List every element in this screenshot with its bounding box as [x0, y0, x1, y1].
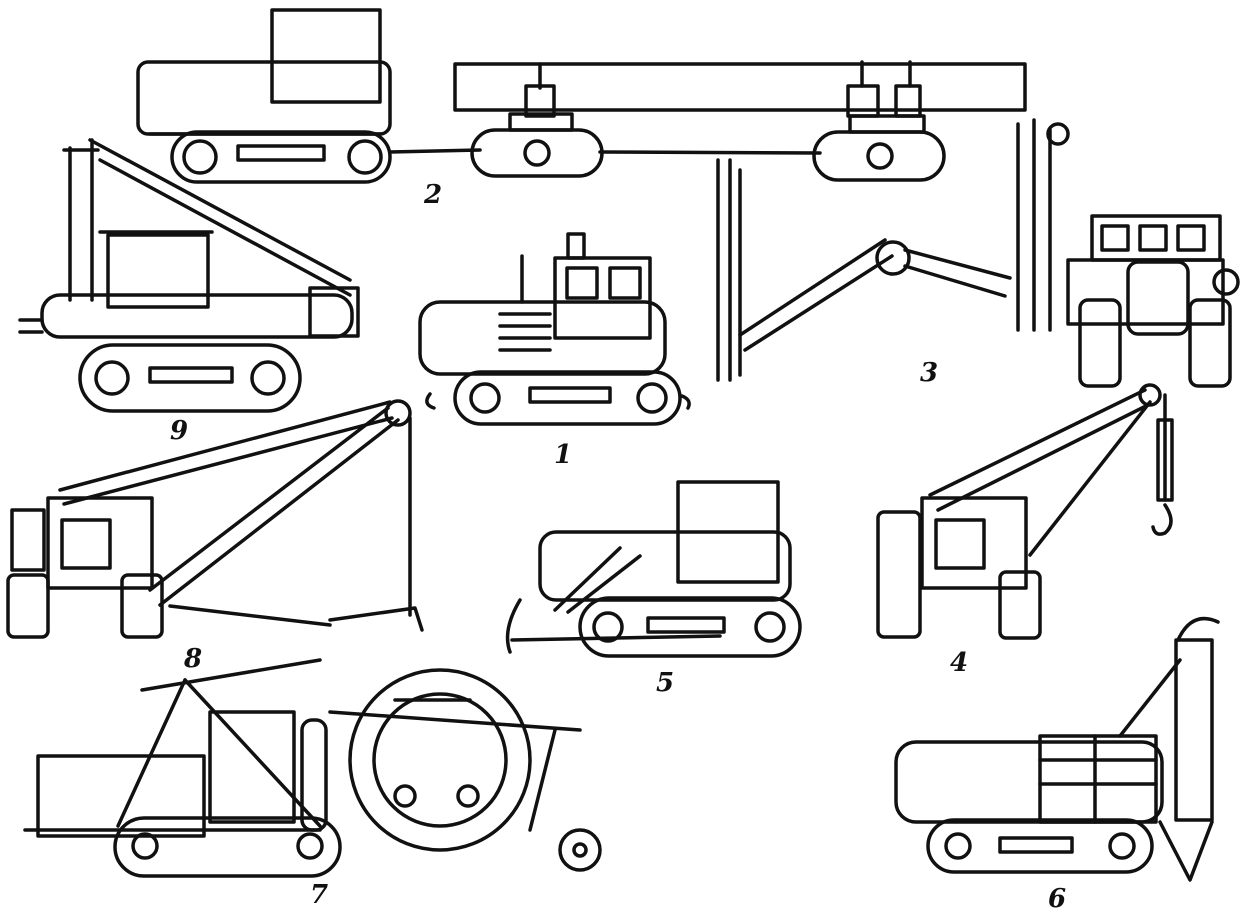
label-5: 5	[656, 668, 675, 698]
machine-6-drilling-rig	[894, 616, 1220, 882]
label-7: 7	[310, 880, 329, 910]
machine-9-crawler-pile-driver	[18, 138, 360, 413]
label-4: 4	[950, 648, 969, 678]
machine-1-crawler-tractor	[418, 232, 691, 426]
label-1: 1	[554, 440, 573, 470]
machine-5-bulldozer	[505, 480, 802, 658]
label-6: 6	[1048, 884, 1067, 914]
label-8: 8	[184, 644, 203, 674]
machine-4-wheeled-pipelayer	[876, 383, 1174, 640]
machine-3-wheeled-pile-driver	[716, 118, 1240, 388]
machine-8-wheeled-crane	[6, 399, 424, 639]
machine-7-cable-reel-layer	[23, 658, 602, 878]
label-3: 3	[920, 358, 939, 388]
machine-2-tractor-pipe-carrier	[136, 8, 1027, 184]
label-9: 9	[170, 416, 189, 446]
label-2: 2	[424, 180, 443, 210]
